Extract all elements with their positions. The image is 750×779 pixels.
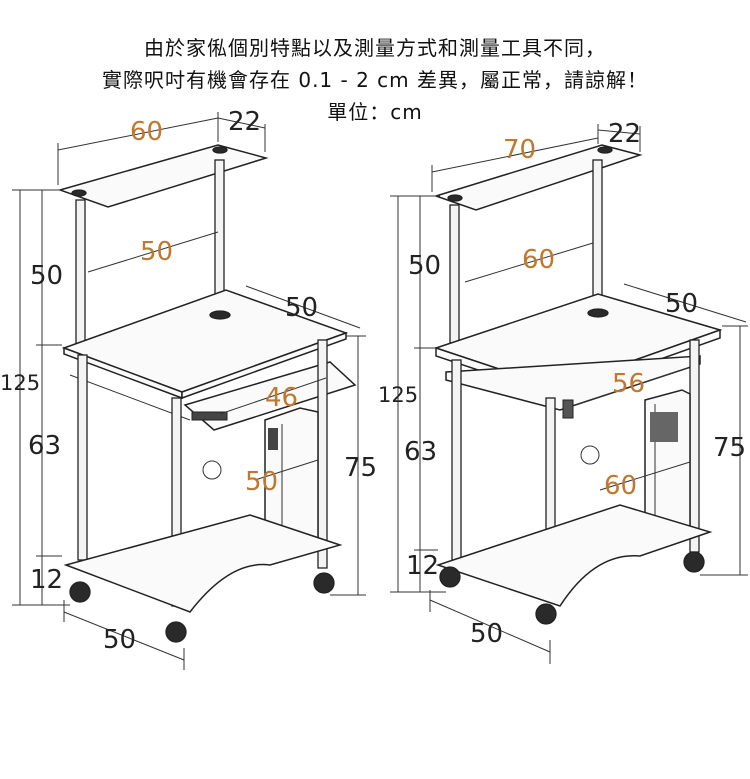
left-keyboard-tray-label: 46 — [265, 383, 298, 413]
right-keyboard-tray-label: 56 — [612, 369, 645, 399]
right-total-height-label: 125 — [378, 383, 418, 407]
right-logo-icon — [580, 445, 600, 465]
right-cable-hole — [447, 194, 463, 202]
right-desk-depth-label: 50 — [665, 289, 698, 319]
left-lower-height-label: 63 — [28, 431, 61, 461]
left-pole — [317, 339, 328, 569]
left-wheel — [69, 581, 91, 603]
left-top-depth-label: 22 — [228, 107, 261, 137]
notice-line-1: 由於家俬個別特點以及測量方式和測量工具不同， — [144, 36, 606, 60]
right-tray-slide — [562, 399, 574, 419]
right-wheel — [439, 566, 461, 588]
left-shelf-height-label: 50 — [30, 261, 63, 291]
right-wheel — [535, 603, 557, 625]
left-grommet — [209, 310, 231, 320]
notice-line-2: 實際呎吋有機會存在 0.1 - 2 cm 差異，屬正常，請諒解！ — [101, 68, 648, 92]
right-cpu-shelf-label: 60 — [604, 471, 637, 501]
left-pole — [214, 159, 225, 309]
left-dimension-lines — [12, 112, 366, 670]
left-desk-depth-label: 50 — [285, 293, 318, 323]
left-top-shelf — [57, 144, 269, 208]
left-base-width-label: 50 — [103, 625, 136, 655]
notice-line-3: 單位：cm — [327, 100, 423, 124]
right-pole — [689, 339, 700, 553]
left-desk-edge — [181, 331, 347, 400]
right-pole — [592, 159, 603, 309]
left-tray-rail — [69, 374, 191, 421]
right-lower-height-label: 63 — [404, 437, 437, 467]
right-grommet — [587, 308, 609, 318]
right-top-shelf — [433, 144, 643, 211]
left-bottom-shelf — [63, 514, 343, 613]
right-pole — [449, 204, 460, 351]
right-dimension-lines — [390, 124, 748, 664]
left-pole — [77, 354, 88, 561]
right-base-height-label: 12 — [406, 551, 439, 581]
left-wheel — [313, 572, 335, 594]
left-cpu-vent — [268, 428, 278, 450]
right-top-width-label: 70 — [503, 135, 536, 165]
left-desk-drawing — [57, 144, 357, 643]
right-shelf-upper-width-label: 60 — [522, 245, 555, 275]
right-cable-hole — [597, 146, 613, 154]
left-base-height-label: 12 — [30, 565, 63, 595]
left-total-height-label: 125 — [0, 371, 40, 395]
right-desk-height-label: 75 — [713, 433, 746, 463]
right-shelf-height-label: 50 — [408, 251, 441, 281]
right-top-depth-label: 22 — [608, 119, 641, 149]
left-cpu-shelf-label: 50 — [245, 467, 278, 497]
left-cable-hole — [71, 189, 87, 197]
left-wheel — [165, 621, 187, 643]
left-cable-hole — [212, 146, 228, 154]
left-desk-height-label: 75 — [344, 453, 377, 483]
right-wheel — [683, 551, 705, 573]
left-shelf-upper-width-label: 50 — [140, 237, 173, 267]
right-cpu-vent — [650, 412, 678, 442]
right-base-width-label: 50 — [470, 619, 503, 649]
left-logo-icon — [202, 460, 222, 480]
left-top-width-label: 60 — [130, 117, 163, 147]
left-tray-slide — [191, 411, 228, 421]
right-bottom-shelf — [435, 504, 713, 607]
left-pole — [75, 199, 86, 351]
right-desk-drawing — [433, 144, 723, 625]
right-pole — [451, 359, 462, 566]
